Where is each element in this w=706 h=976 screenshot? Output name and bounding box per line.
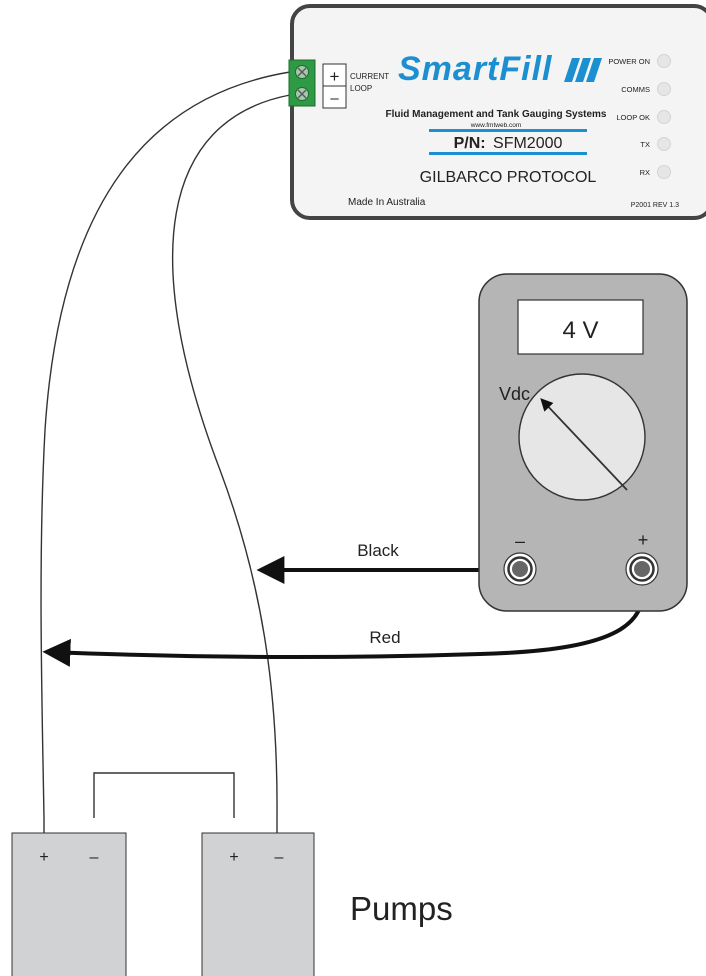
led-indicator-icon [657,110,671,124]
wire-red-probe [42,571,646,667]
device-website: www.fmtweb.com [470,122,522,129]
led-label: TX [640,140,650,149]
led-label: LOOP OK [616,113,650,122]
led-label: RX [640,168,650,177]
smartfill-device: + – CURRENT LOOP SmartFill Fluid Managem… [288,4,706,220]
pump-2-plus: + [229,849,238,866]
led-label: POWER ON [608,57,650,66]
dial-pointer-icon [540,398,628,491]
jack-com-icon[interactable] [503,552,537,586]
led-panel: POWER ON COMMS LOOP OK TX RX [608,54,671,179]
led-indicator-icon [657,54,671,68]
wire-loop-minus [171,94,291,819]
wire-loop-plus [40,71,291,819]
led-label: COMMS [621,85,650,94]
pump-1-plus: + [39,849,48,866]
pumps-label: Pumps [350,890,453,927]
brand-stripes-icon [564,58,602,82]
meter-minus-label: – [515,531,525,551]
multimeter: 4 V Vdc – + [478,273,688,612]
label-red: Red [369,628,400,647]
part-number-value: SFM2000 [493,135,562,152]
meter-reading: 4 V [562,317,598,344]
led-indicator-icon [657,82,671,96]
meter-dial[interactable] [518,373,646,501]
meter-mode-label: Vdc [499,384,530,404]
pump-1-minus: – [90,849,99,866]
device-tagline: Fluid Management and Tank Gauging System… [386,109,607,120]
wire-pump-jumper [93,772,235,818]
led-indicator-icon [657,165,671,179]
meter-plus-label: + [638,530,649,550]
terminal-caption-line1: CURRENT [350,72,389,81]
brand-logo: SmartFill [398,50,553,88]
device-protocol: GILBARCO PROTOCOL [420,169,597,186]
label-black: Black [357,541,399,560]
pump-2: + – [201,832,315,976]
device-origin: Made In Australia [348,197,426,208]
terminal-plus-label: + [330,67,340,86]
pump-2-minus: – [275,849,284,866]
meter-display [517,299,644,355]
part-number-label: P/N: [454,135,486,152]
part-number: P/N: SFM2000 [454,135,563,152]
pump-1: + – [11,832,127,976]
terminal-minus-label: – [330,90,339,107]
terminal-caption-line2: LOOP [350,84,372,93]
led-indicator-icon [657,137,671,151]
device-revision: P2001 REV 1.3 [631,202,679,209]
jack-volt-icon[interactable] [625,552,659,586]
